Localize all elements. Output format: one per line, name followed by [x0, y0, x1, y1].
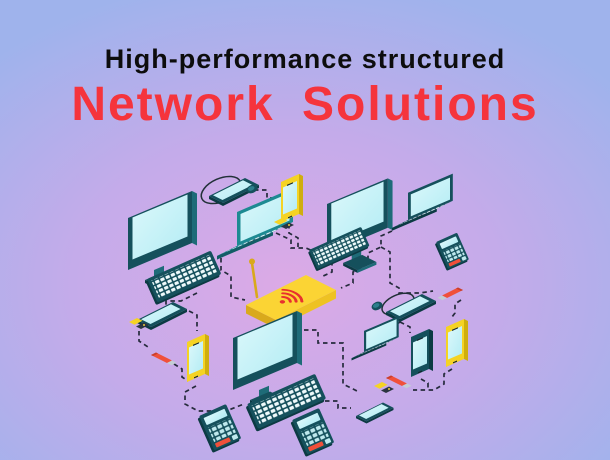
banner-titles: High-performance structured Network Solu… — [0, 44, 610, 132]
calculator-icon — [289, 407, 335, 457]
tablet-icon — [386, 294, 436, 322]
usb-drive-icon — [151, 352, 177, 366]
laptop-icon — [392, 173, 453, 231]
annotation-marks — [158, 384, 179, 395]
smartphone-icon — [411, 329, 433, 377]
laptop-icon — [351, 316, 399, 361]
smartphone-icon — [446, 319, 468, 367]
keyboard-icon — [144, 250, 223, 306]
annotation-marks — [436, 404, 457, 415]
annotation-marks — [396, 257, 417, 268]
usb-drive-icon — [437, 287, 463, 301]
calculator-icon — [196, 403, 242, 453]
banner-title: Network Solutions — [71, 78, 539, 131]
calculator-icon — [434, 232, 470, 271]
memory-card-icon — [374, 382, 394, 393]
usb-drive-icon — [386, 375, 412, 389]
annotation-marks — [202, 310, 223, 321]
tablet-icon — [356, 402, 394, 424]
banner-subtitle: High-performance structured — [104, 44, 506, 74]
smartphone-icon — [281, 174, 303, 222]
smartphone-icon — [187, 334, 209, 382]
